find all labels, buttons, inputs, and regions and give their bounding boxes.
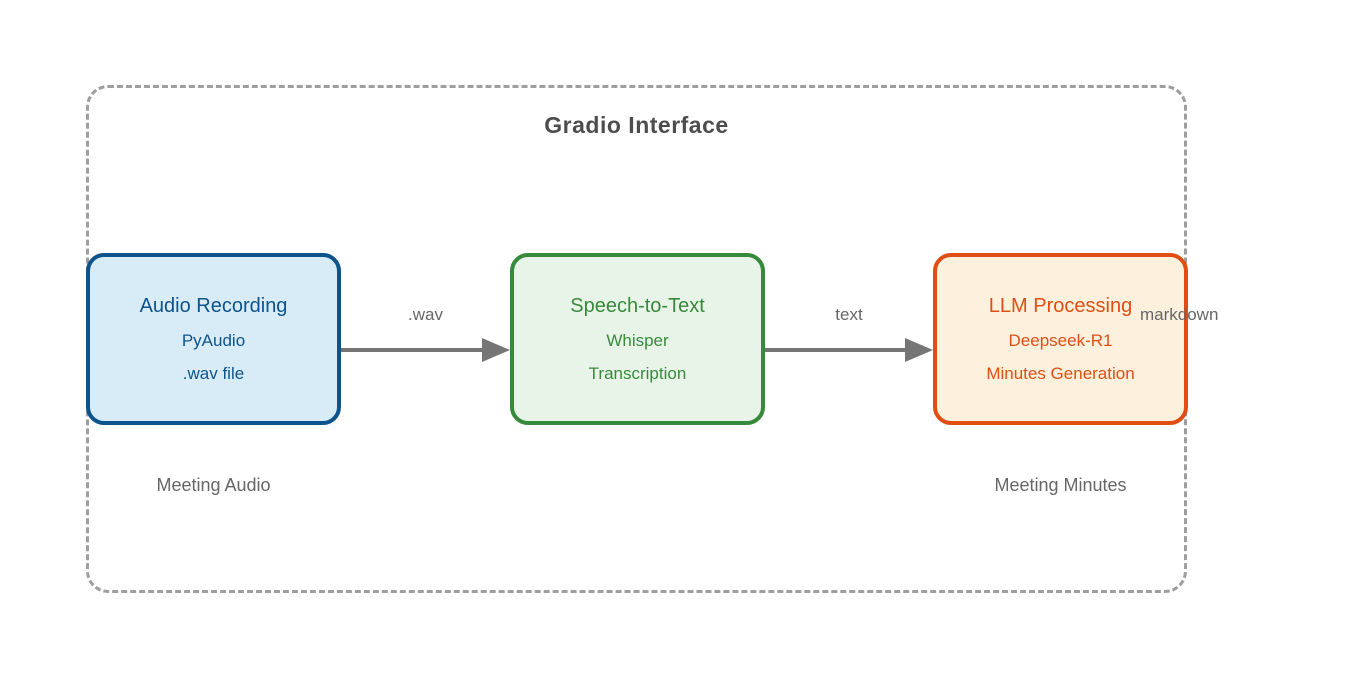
node-title: LLM Processing bbox=[988, 294, 1133, 317]
edge-label-markdown: markdown bbox=[1140, 305, 1219, 324]
node-subtitle: Whisper bbox=[606, 330, 669, 350]
node-title: Audio Recording bbox=[139, 294, 288, 317]
arrow-text bbox=[765, 338, 933, 362]
node-subtitle: Deepseek-R1 bbox=[1008, 330, 1113, 350]
arrow-line bbox=[765, 348, 909, 352]
node-audio-recording: Audio Recording PyAudio .wav file bbox=[86, 253, 341, 425]
label-meeting-audio: Meeting Audio bbox=[156, 475, 271, 495]
arrow-line bbox=[341, 348, 486, 352]
node-subtitle: Transcription bbox=[588, 363, 687, 383]
node-title: Speech-to-Text bbox=[570, 294, 705, 317]
edge-label-wav: .wav bbox=[408, 305, 443, 324]
arrow-wav bbox=[341, 338, 510, 362]
arrowhead-icon bbox=[482, 338, 510, 362]
node-subtitle: .wav file bbox=[182, 363, 245, 383]
arrowhead-icon bbox=[905, 338, 933, 362]
node-speech-to-text: Speech-to-Text Whisper Transcription bbox=[510, 253, 765, 425]
node-llm-processing: LLM Processing Deepseek-R1 Minutes Gener… bbox=[933, 253, 1188, 425]
label-meeting-minutes: Meeting Minutes bbox=[994, 475, 1127, 495]
node-subtitle: Minutes Generation bbox=[986, 363, 1135, 383]
node-subtitle: PyAudio bbox=[181, 330, 246, 350]
diagram-title: Gradio Interface bbox=[544, 112, 729, 138]
edge-label-text: text bbox=[835, 305, 863, 324]
